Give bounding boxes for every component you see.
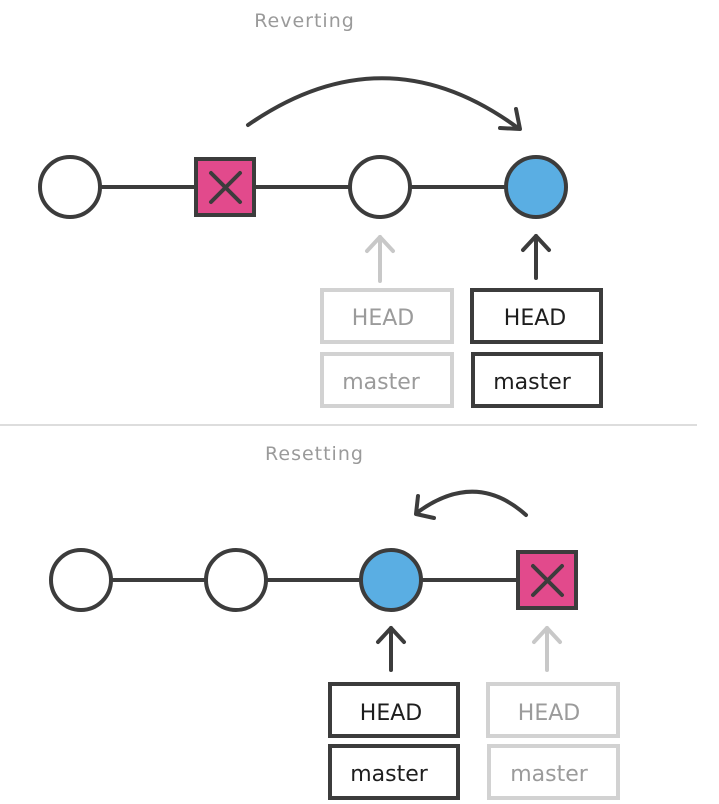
resetting-commit-1 (49, 548, 113, 612)
up-arrow-icon (376, 626, 406, 672)
x-mark-icon (209, 171, 242, 204)
resetting-new-branch-text: master (350, 762, 429, 787)
reverting-bad-commit (194, 157, 256, 217)
resetting-bad-commit (516, 550, 578, 610)
reverting-commit-1 (38, 155, 102, 219)
resetting-old-head-text: HEAD (518, 701, 580, 726)
x-mark-icon (531, 564, 564, 597)
reverting-title: Reverting (254, 10, 355, 32)
resetting-target-commit (359, 548, 423, 612)
reverting-new-head-text: HEAD (504, 306, 566, 331)
up-arrow-icon (521, 234, 551, 280)
resetting-new-head-text: HEAD (360, 701, 422, 726)
reverting-new-commit (504, 155, 568, 219)
reverting-new-branch-label: master (471, 352, 603, 408)
resetting-new-head-label: HEAD (328, 682, 460, 738)
resetting-old-branch-label: master (487, 744, 620, 800)
curved-arrow-icon (414, 489, 528, 520)
resetting-new-branch-label: master (328, 744, 460, 800)
reverting-new-branch-text: master (493, 370, 572, 395)
reverting-old-branch-text: master (342, 370, 421, 395)
reverting-old-head-label: HEAD (320, 288, 454, 344)
resetting-old-head-label: HEAD (486, 682, 620, 738)
reverting-diagram: HEAD master HEAD master (38, 76, 603, 408)
reverting-commit-3 (348, 155, 412, 219)
reverting-old-head-text: HEAD (352, 306, 414, 331)
resetting-title: Resetting (265, 443, 364, 465)
resetting-old-branch-text: master (510, 762, 589, 787)
curved-arrow-icon (246, 76, 522, 131)
reverting-old-branch-label: master (320, 352, 454, 408)
resetting-commit-2 (204, 548, 268, 612)
up-arrow-icon (532, 626, 562, 672)
up-arrow-icon (365, 235, 395, 283)
resetting-diagram: HEAD master HEAD master (49, 489, 620, 800)
reverting-new-head-label: HEAD (470, 288, 603, 344)
